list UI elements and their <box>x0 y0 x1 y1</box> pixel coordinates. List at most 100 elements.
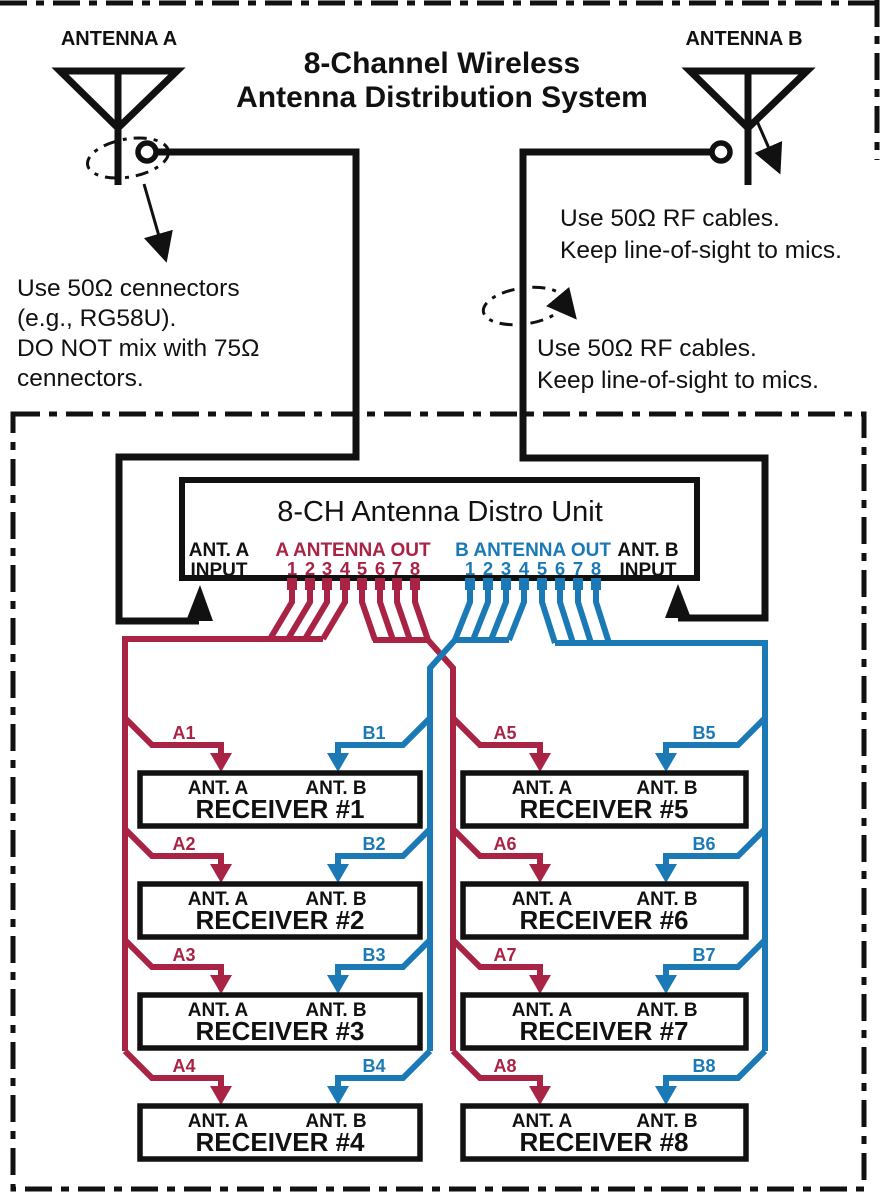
rf-note-mid-line: Keep line-of-sight to mics. <box>537 367 819 394</box>
receiver-3-box <box>137 992 423 1051</box>
a-port-3: 3 <box>322 558 332 579</box>
cable-label-b6: B6 <box>692 834 715 854</box>
receiver-4-ant-b: ANT. B <box>305 1111 366 1132</box>
receiver-7-ant-a: ANT. A <box>512 1000 573 1021</box>
cable-label-a1: A1 <box>172 723 195 743</box>
a-port-7: 7 <box>392 558 402 579</box>
cable-label-a3: A3 <box>172 945 195 965</box>
receiver-2-ant-a: ANT. A <box>188 889 249 910</box>
receiver-6: ANT. A ANT. B RECEIVER #6 <box>460 881 749 940</box>
antenna-a-label: ANTENNA A <box>61 28 177 50</box>
receiver-2: ANT. A ANT. B RECEIVER #2 <box>137 881 423 940</box>
connector-note-line: (e.g., RG58U). <box>17 305 176 332</box>
antenna-b-callout-arrow-icon <box>754 120 783 175</box>
connector-note-line: DO NOT mix with 75Ω <box>17 335 260 362</box>
receiver-5: ANT. A ANT. B RECEIVER #5 <box>460 770 749 829</box>
b-port-2: 2 <box>483 558 493 579</box>
a-port-2: 2 <box>305 558 315 579</box>
receiver-2-box <box>137 881 423 940</box>
antenna-b-coax-cable <box>519 148 769 622</box>
receiver-1-ant-b: ANT. B <box>305 778 366 799</box>
a-port-4: 4 <box>340 558 351 579</box>
rf-note-top-line: Keep line-of-sight to mics. <box>560 237 842 264</box>
cable-label-a4: A4 <box>172 1056 195 1076</box>
receiver-5-ant-b: ANT. B <box>636 778 697 799</box>
cable-label-b2: B2 <box>362 834 385 854</box>
connector-callout-arrow-icon <box>142 183 173 263</box>
receiver-8-box <box>460 1103 749 1162</box>
b-right-trunk <box>555 640 768 1051</box>
receiver-4: ANT. A ANT. B RECEIVER #4 <box>137 1103 423 1162</box>
b-antenna-cables <box>327 589 768 1105</box>
receiver-1: ANT. A ANT. B RECEIVER #1 <box>137 770 423 829</box>
cable-label-a8: A8 <box>493 1056 516 1076</box>
receiver-4-ant-a: ANT. A <box>188 1111 249 1132</box>
a-port-stubs <box>287 578 420 590</box>
b-port-stubs <box>465 578 601 590</box>
b-port-1: 1 <box>465 558 475 579</box>
a-port-8: 8 <box>410 558 420 579</box>
a-port-6: 6 <box>375 558 385 579</box>
ant-b-input-label: ANT. B <box>617 540 678 561</box>
antenna-b-connector-icon <box>709 140 733 164</box>
cable-label-b1: B1 <box>362 723 385 743</box>
cable-label-a2: A2 <box>172 834 195 854</box>
page-title-line1: 8-Channel Wireless <box>304 47 581 80</box>
distro-unit: 8-CH Antenna Distro Unit ANT. A INPUT A … <box>179 477 700 590</box>
receiver-2-name: RECEIVER #2 <box>195 905 364 935</box>
b-left-trunk <box>427 637 509 1051</box>
antenna-a-coax-cable <box>115 148 360 625</box>
receiver-5-box <box>460 770 749 829</box>
receiver-3-ant-b: ANT. B <box>305 1000 366 1021</box>
ant-b-input-label: INPUT <box>620 560 677 581</box>
cable-label-b4: B4 <box>362 1056 385 1076</box>
ant-a-input-label: ANT. A <box>189 540 250 561</box>
page-title-line2: Antenna Distribution System <box>236 81 648 114</box>
receiver-7-name: RECEIVER #7 <box>519 1016 688 1046</box>
cable-labels: A1 B1 A5 B5 A2 B2 A6 B6 A3 B3 A7 B7 A4 B… <box>172 723 715 1076</box>
receiver-6-name: RECEIVER #6 <box>519 905 688 935</box>
receiver-3: ANT. A ANT. B RECEIVER #3 <box>137 992 423 1051</box>
receiver-2-ant-b: ANT. B <box>305 889 366 910</box>
receiver-8-name: RECEIVER #8 <box>519 1127 688 1157</box>
receiver-6-ant-b: ANT. B <box>636 889 697 910</box>
cable-callout-arrow-icon <box>546 286 577 320</box>
cable-label-b3: B3 <box>362 945 385 965</box>
b-port-6: 6 <box>555 558 565 579</box>
receiver-1-box <box>137 770 423 829</box>
b-port-5: 5 <box>537 558 547 579</box>
cable-label-a5: A5 <box>493 723 516 743</box>
connector-note: Use 50Ω cennectors (e.g., RG58U). DO NOT… <box>17 275 260 392</box>
b-port-3: 3 <box>501 558 511 579</box>
receiver-7-ant-b: ANT. B <box>636 1000 697 1021</box>
receiver-3-ant-a: ANT. A <box>188 1000 249 1021</box>
antenna-b-label: ANTENNA B <box>685 28 802 50</box>
receiver-1-ant-a: ANT. A <box>188 778 249 799</box>
a-port-1: 1 <box>287 558 297 579</box>
distro-unit-box <box>179 477 700 581</box>
rf-note-top-line: Use 50Ω RF cables. <box>560 205 780 232</box>
receiver-8: ANT. A ANT. B RECEIVER #8 <box>460 1103 749 1162</box>
connector-callout-ellipse <box>85 136 171 180</box>
receiver-4-box <box>137 1103 423 1162</box>
distro-unit-title: 8-CH Antenna Distro Unit <box>277 496 603 528</box>
rf-cable-note-mid: Use 50Ω RF cables. Keep line-of-sight to… <box>537 335 819 394</box>
receiver-3-name: RECEIVER #3 <box>195 1016 364 1046</box>
b-antenna-out-label: B ANTENNA OUT <box>455 540 611 561</box>
receiver-7-box <box>460 992 749 1051</box>
connector-note-line: Use 50Ω cennectors <box>17 275 240 302</box>
ant-a-input-arrow-icon <box>186 585 213 621</box>
b-port-8: 8 <box>591 558 601 579</box>
connector-note-line: cennectors. <box>17 365 144 392</box>
antenna-b-icon <box>681 67 816 185</box>
antenna-a-icon <box>51 67 186 185</box>
ant-b-input-arrow-icon <box>665 584 691 618</box>
cable-label-b5: B5 <box>692 723 715 743</box>
a-left-trunk <box>122 636 323 1051</box>
a-antenna-out-label: A ANTENNA OUT <box>275 540 431 561</box>
ant-a-input-label: INPUT <box>191 560 248 581</box>
receiver-8-ant-a: ANT. A <box>512 1111 573 1132</box>
b-port-4: 4 <box>519 558 530 579</box>
